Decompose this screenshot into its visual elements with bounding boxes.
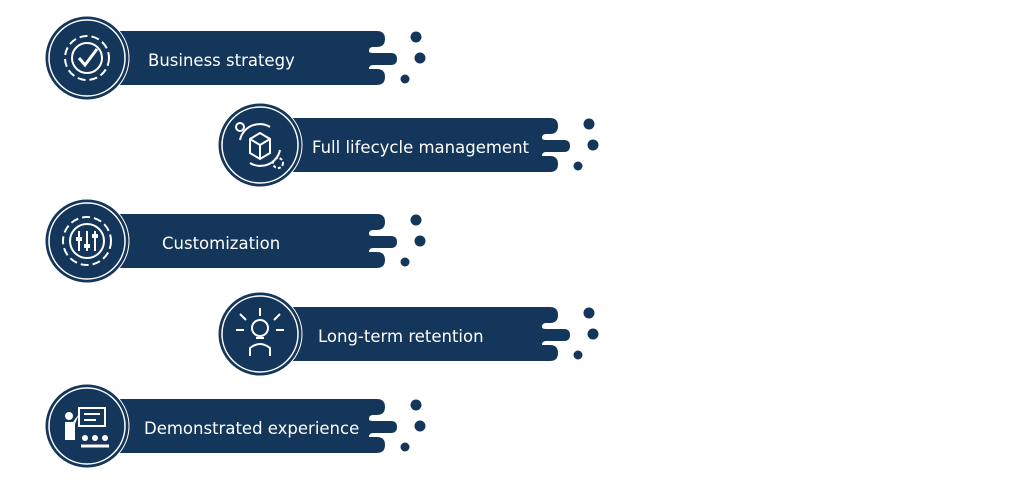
- item-label: Customization: [162, 234, 281, 253]
- banner-shape: [44, 198, 426, 284]
- gear-check-icon: [64, 35, 110, 81]
- presentation-icon: [65, 407, 109, 448]
- item-long-term-retention: Long-term retention: [217, 291, 638, 381]
- dot: [410, 214, 422, 226]
- banner-shape: [217, 291, 599, 377]
- box-cycle-icon: [235, 122, 284, 169]
- gear-sliders-icon: [62, 216, 112, 266]
- dot: [583, 307, 595, 319]
- dot: [410, 31, 422, 43]
- dot: [400, 257, 410, 267]
- dot: [587, 328, 599, 340]
- dot: [583, 118, 595, 130]
- item-label: Full lifecycle management: [312, 138, 530, 157]
- item-label: Demonstrated experience: [144, 419, 360, 438]
- lightbulb-person-icon: [236, 308, 284, 356]
- item-demonstrated-experience: Demonstrated experience: [44, 383, 465, 473]
- dot: [573, 350, 583, 360]
- item-full-lifecycle-management: Full lifecycle management: [217, 102, 638, 192]
- dot: [400, 74, 410, 84]
- dot: [414, 52, 426, 64]
- banner-shape: [44, 383, 426, 469]
- banner-shape: [217, 102, 599, 188]
- item-customization: Customization: [44, 198, 465, 288]
- dot: [573, 161, 583, 171]
- dot: [587, 139, 599, 151]
- item-label: Long-term retention: [318, 327, 484, 346]
- item-label: Business strategy: [148, 51, 295, 70]
- dot: [400, 442, 410, 452]
- dot: [410, 399, 422, 411]
- banner-shape: [44, 15, 426, 101]
- dot: [414, 235, 426, 247]
- dot: [414, 420, 426, 432]
- item-business-strategy: Business strategy: [44, 15, 465, 105]
